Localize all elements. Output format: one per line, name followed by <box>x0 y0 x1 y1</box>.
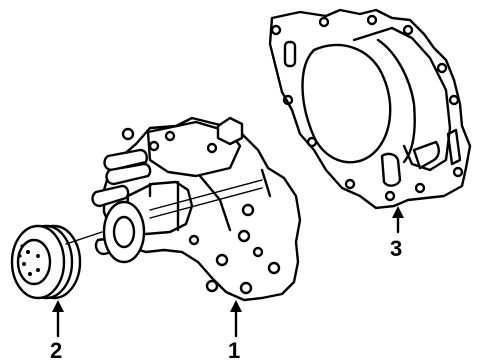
callout-2-pulley: 2 <box>50 338 62 360</box>
pulley-part <box>10 224 103 300</box>
leader-arrows <box>52 206 404 338</box>
gasket-part <box>268 8 472 210</box>
water-pump-part <box>91 116 302 302</box>
callout-3-gasket: 3 <box>390 236 402 261</box>
callout-1-water-pump: 1 <box>228 338 240 360</box>
